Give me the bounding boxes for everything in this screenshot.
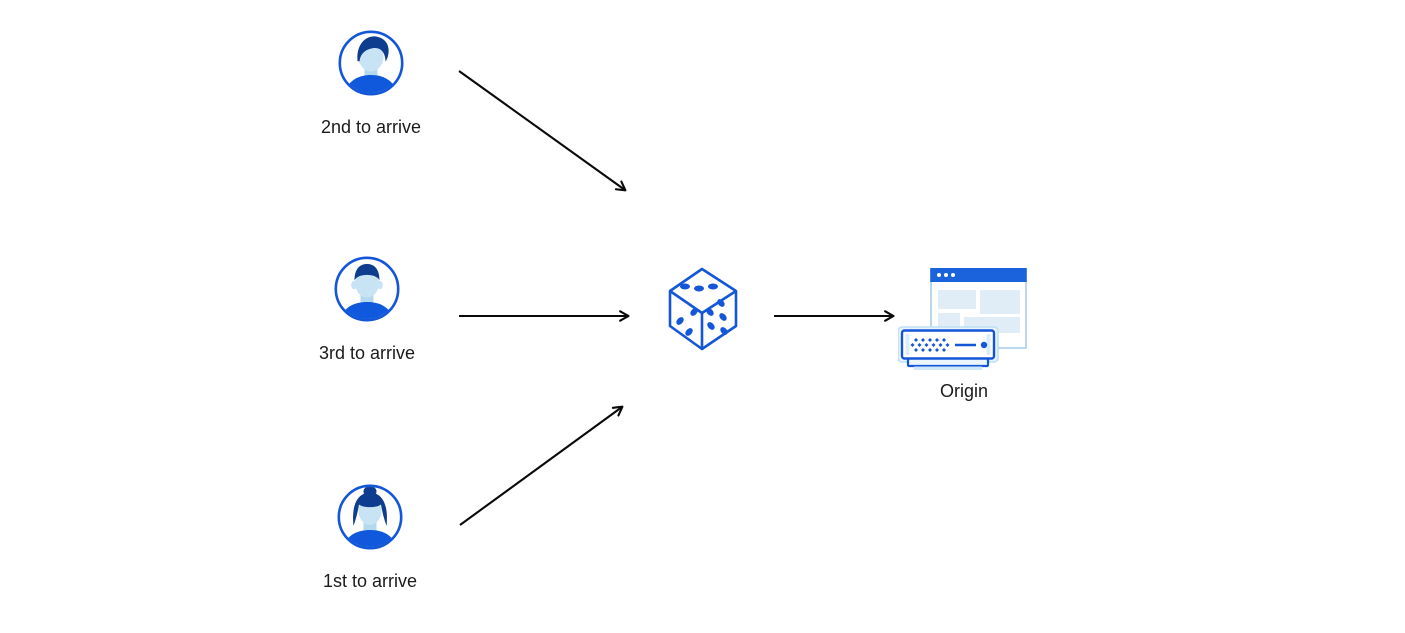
node-visitor-2nd: 2nd to arrive xyxy=(301,30,441,138)
avatar-man-short-hair-icon xyxy=(334,256,400,322)
dice-icon xyxy=(668,267,738,351)
node-visitor-1st: 1st to arrive xyxy=(300,484,440,592)
arrow-visitor1-to-dice xyxy=(459,405,624,526)
server-led-dot xyxy=(980,341,988,349)
node-random-selector xyxy=(667,267,739,351)
node-visitor-3rd: 3rd to arrive xyxy=(297,256,437,364)
browser-window-with-server-icon xyxy=(898,268,1027,370)
origin-label: Origin xyxy=(939,381,988,401)
server-icon xyxy=(898,326,999,370)
visitor-1st-label: 1st to arrive xyxy=(322,571,418,591)
visitor-3rd-label: 3rd to arrive xyxy=(318,343,416,363)
visitor-2nd-label: 2nd to arrive xyxy=(320,117,422,137)
avatar-woman-bun-icon xyxy=(337,484,403,550)
arrow-visitor2-to-dice xyxy=(458,70,627,192)
avatar-man-swept-hair-icon xyxy=(338,30,404,96)
window-dots-icon xyxy=(937,273,955,277)
node-origin: Origin xyxy=(898,264,1030,402)
